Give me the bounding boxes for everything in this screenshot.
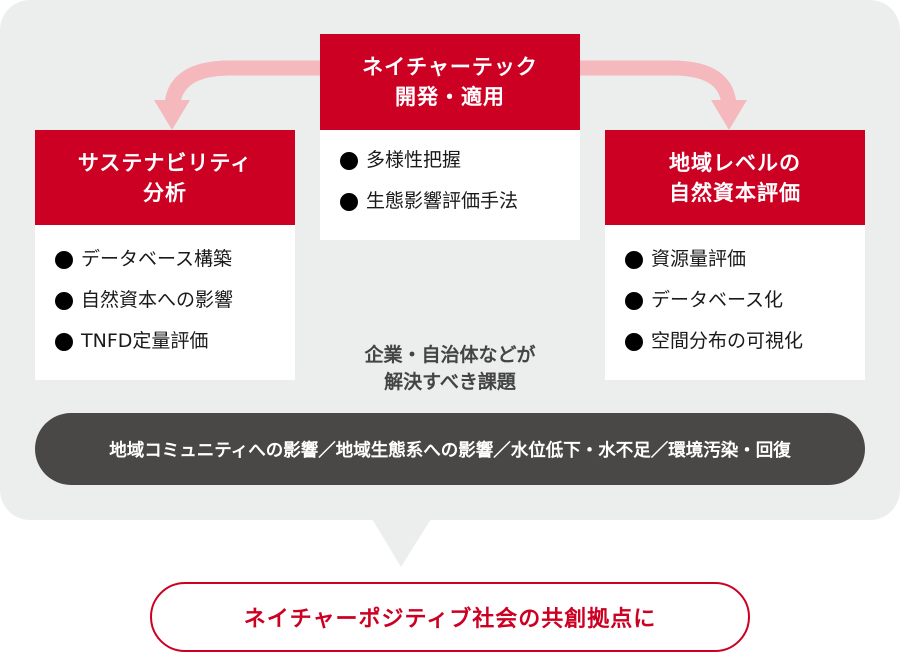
arrow-to-right-card-icon (580, 60, 747, 130)
issues-pill: 地域コミュニティへの影響／地域生態系への影響／水位低下・水不足／環境汚染・回復 (35, 413, 865, 485)
issues-label: 企業・自治体などが 解決すべき課題 (320, 342, 580, 396)
bullet-icon (625, 291, 643, 310)
nature-tech-card: ネイチャーテック 開発・適用 多様性把握 生態影響評価手法 (320, 34, 580, 240)
card-title-line2: 分析 (143, 180, 187, 205)
list-item-label: データベース化 (651, 289, 784, 311)
regional-natural-capital-card: 地域レベルの 自然資本評価 資源量評価 データベース化 空間分布の可視化 (605, 130, 865, 380)
arrow-to-left-card-icon (154, 60, 320, 130)
card-header: ネイチャーテック 開発・適用 (320, 34, 580, 130)
list-item-label: 多様性把握 (366, 149, 462, 171)
sustainability-card: サステナビリティ 分析 データベース構築 自然資本への影響 TNFD定量評価 (35, 130, 295, 380)
list-item: データベース構築 (55, 239, 295, 280)
card-body: 多様性把握 生態影響評価手法 (320, 130, 580, 240)
card-title-line1: 地域レベルの (669, 150, 801, 175)
card-title-line1: サステナビリティ (77, 150, 253, 175)
card-header: 地域レベルの 自然資本評価 (605, 130, 865, 225)
list-item: 空間分布の可視化 (625, 321, 865, 362)
list-item-label: 空間分布の可視化 (651, 330, 804, 352)
card-title-line2: 自然資本評価 (669, 180, 801, 205)
card-header: サステナビリティ 分析 (35, 130, 295, 225)
bullet-icon (55, 291, 73, 310)
list-item-label: 生態影響評価手法 (366, 190, 519, 212)
list-item-label: 自然資本への影響 (81, 289, 234, 311)
bullet-icon (340, 151, 358, 170)
list-item: 生態影響評価手法 (340, 181, 580, 222)
card-title-line1: ネイチャーテック (362, 55, 538, 79)
list-item: 自然資本への影響 (55, 280, 295, 321)
card-title-line2: 開発・適用 (395, 85, 505, 109)
list-item-label: データベース構築 (81, 248, 233, 270)
bullet-icon (340, 192, 358, 211)
bullet-icon (55, 250, 73, 269)
issues-label-line1: 企業・自治体などが (364, 344, 536, 366)
issues-label-line2: 解決すべき課題 (384, 371, 516, 393)
card-body: データベース構築 自然資本への影響 TNFD定量評価 (35, 225, 295, 380)
bullet-icon (625, 250, 643, 269)
list-item-label: TNFD定量評価 (81, 330, 209, 352)
list-item: TNFD定量評価 (55, 321, 295, 362)
list-item: 多様性把握 (340, 140, 580, 181)
card-body: 資源量評価 データベース化 空間分布の可視化 (605, 225, 865, 380)
bullet-icon (625, 332, 643, 351)
issues-text: 地域コミュニティへの影響／地域生態系への影響／水位低下・水不足／環境汚染・回復 (109, 440, 791, 461)
list-item-label: 資源量評価 (651, 248, 747, 270)
list-item: データベース化 (625, 280, 865, 321)
list-item: 資源量評価 (625, 239, 865, 280)
bullet-icon (55, 332, 73, 351)
goal-pill: ネイチャーポジティブ社会の共創拠点に (150, 582, 750, 652)
goal-text: ネイチャーポジティブ社会の共創拠点に (243, 607, 657, 632)
